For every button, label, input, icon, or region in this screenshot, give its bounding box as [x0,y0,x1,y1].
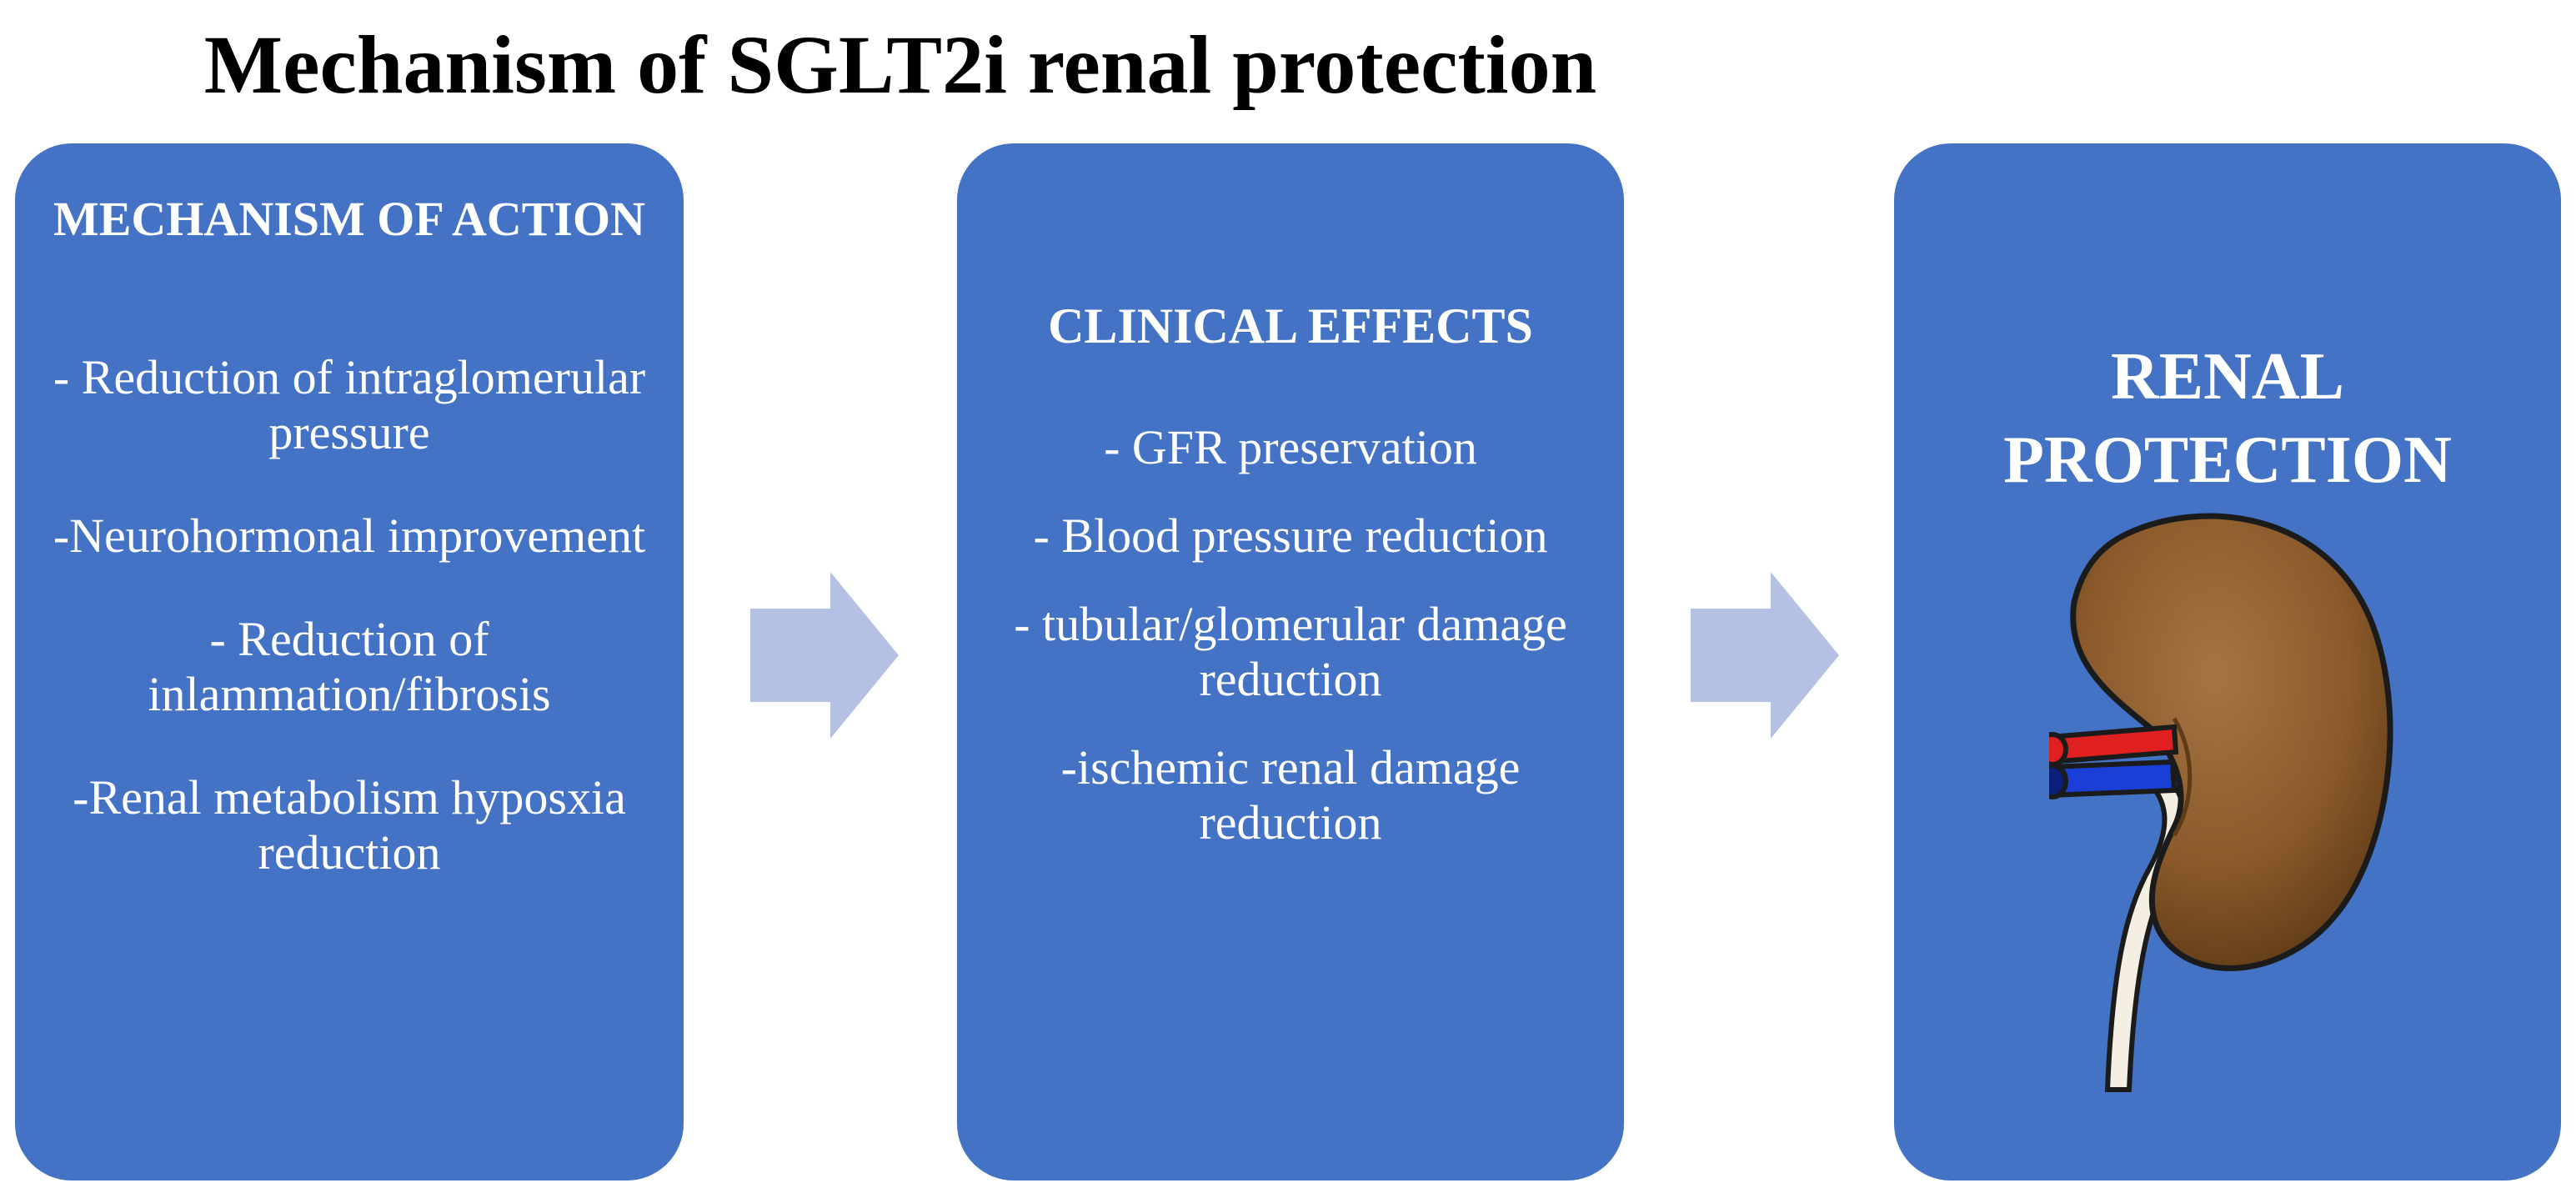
clinical-effects-box: CLINICAL EFFECTS - GFR preservation - Bl… [957,143,1624,1180]
box-item: -Neurohormonal improvement [53,509,646,563]
mechanism-of-action-box: MECHANISM OF ACTION - Reduction of intra… [15,143,684,1180]
box-heading: MECHANISM OF ACTION [53,192,645,246]
renal-protection-box: RENAL PROTECTION [1894,143,2561,1180]
box-items: - Reduction of intraglomerular pressure … [32,350,667,929]
diagram-title: Mechanism of SGLT2i renal protection [203,18,1597,111]
box-heading: RENAL PROTECTION [2003,340,2452,497]
box-item: - Reduction of intraglomerular pressure [53,350,646,459]
box-items: - GFR preservation - Blood pressure redu… [974,420,1607,884]
box-heading: CLINICAL EFFECTS [1048,298,1533,353]
box-item: - GFR preservation [1104,420,1477,474]
box-item: -ischemic renal damage reduction [1060,740,1521,850]
kidney-icon [2049,513,2393,1092]
arrow-right-icon [750,572,899,739]
box-item: - Blood pressure reduction [1033,509,1548,563]
box-item: - tubular/glomerular damage reduction [1014,597,1567,706]
box-item: -Renal metabolism hyposxia reduction [73,770,626,880]
arrow-right-icon [1691,572,1839,739]
box-item: - Reduction of inlammation/fibrosis [148,612,551,721]
